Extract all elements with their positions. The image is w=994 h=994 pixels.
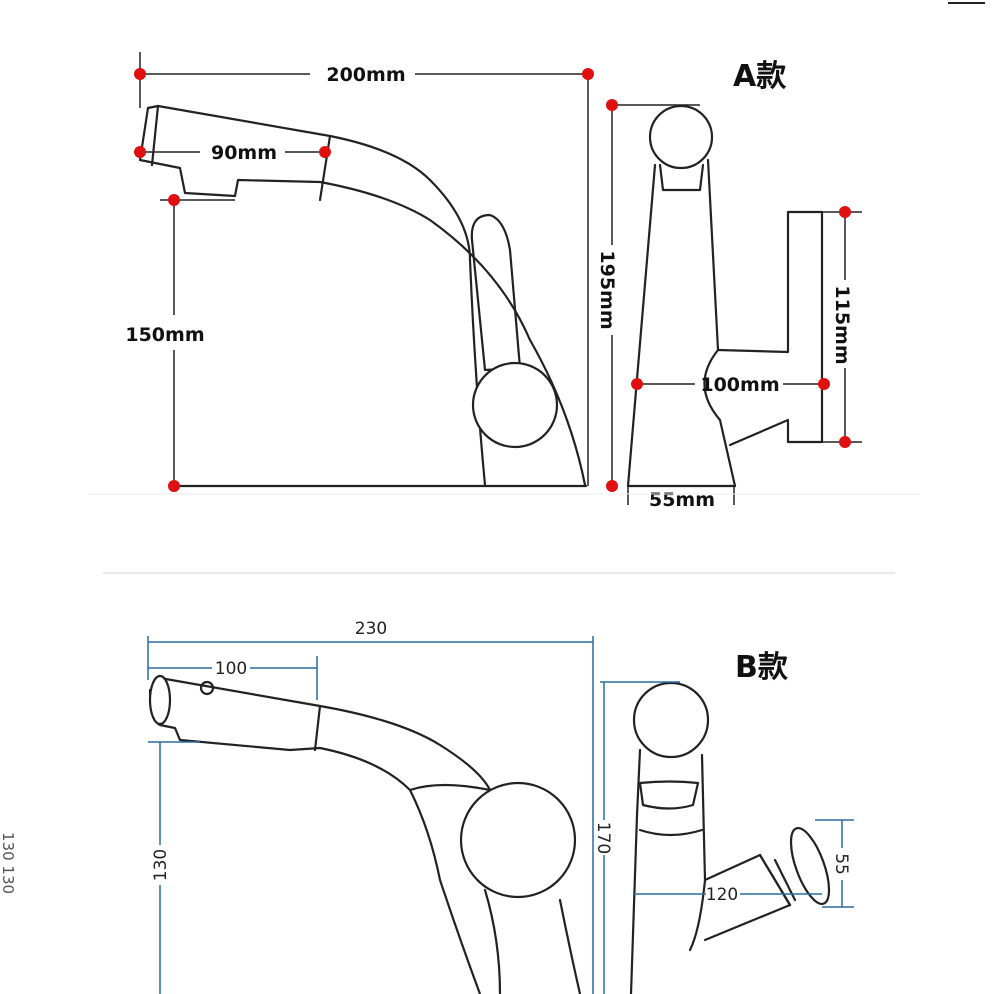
model-a-side-view [626,104,824,488]
model-a-side-dimensions: 195mm 115mm 100mm 55mm [596,99,862,511]
dim-a-handle-reach: 100mm [700,374,779,396]
model-b-side-dimensions: 170 120 55 [593,681,854,994]
dim-b-width: 230 [355,619,387,639]
dim-a-total-height: 195mm [596,250,618,329]
edge-clipped-text: 130 130 [0,832,17,894]
model-b-dimensions: 230 100 130 [147,619,594,994]
dim-a-base: 55mm [649,489,715,511]
model-b-front-view [148,674,582,994]
model-b-side-view [629,681,831,994]
dim-a-spout: 90mm [211,142,277,164]
dim-b-height: 130 [151,849,171,881]
model-a-dimensions: 200mm 90mm 150mm [125,52,594,492]
dim-b-total-height: 170 [593,822,613,854]
dim-a-width: 200mm [326,64,405,86]
dim-a-height: 150mm [125,324,204,346]
model-a-front-view [138,104,588,488]
model-b-title: B款 [735,650,789,685]
dim-b-handle-reach: 120 [706,885,738,905]
dim-b-spout: 100 [215,659,247,679]
dim-b-handle-diameter: 55 [831,853,851,875]
dim-a-handle-height: 115mm [831,285,853,364]
model-a-title: A款 [733,59,787,94]
